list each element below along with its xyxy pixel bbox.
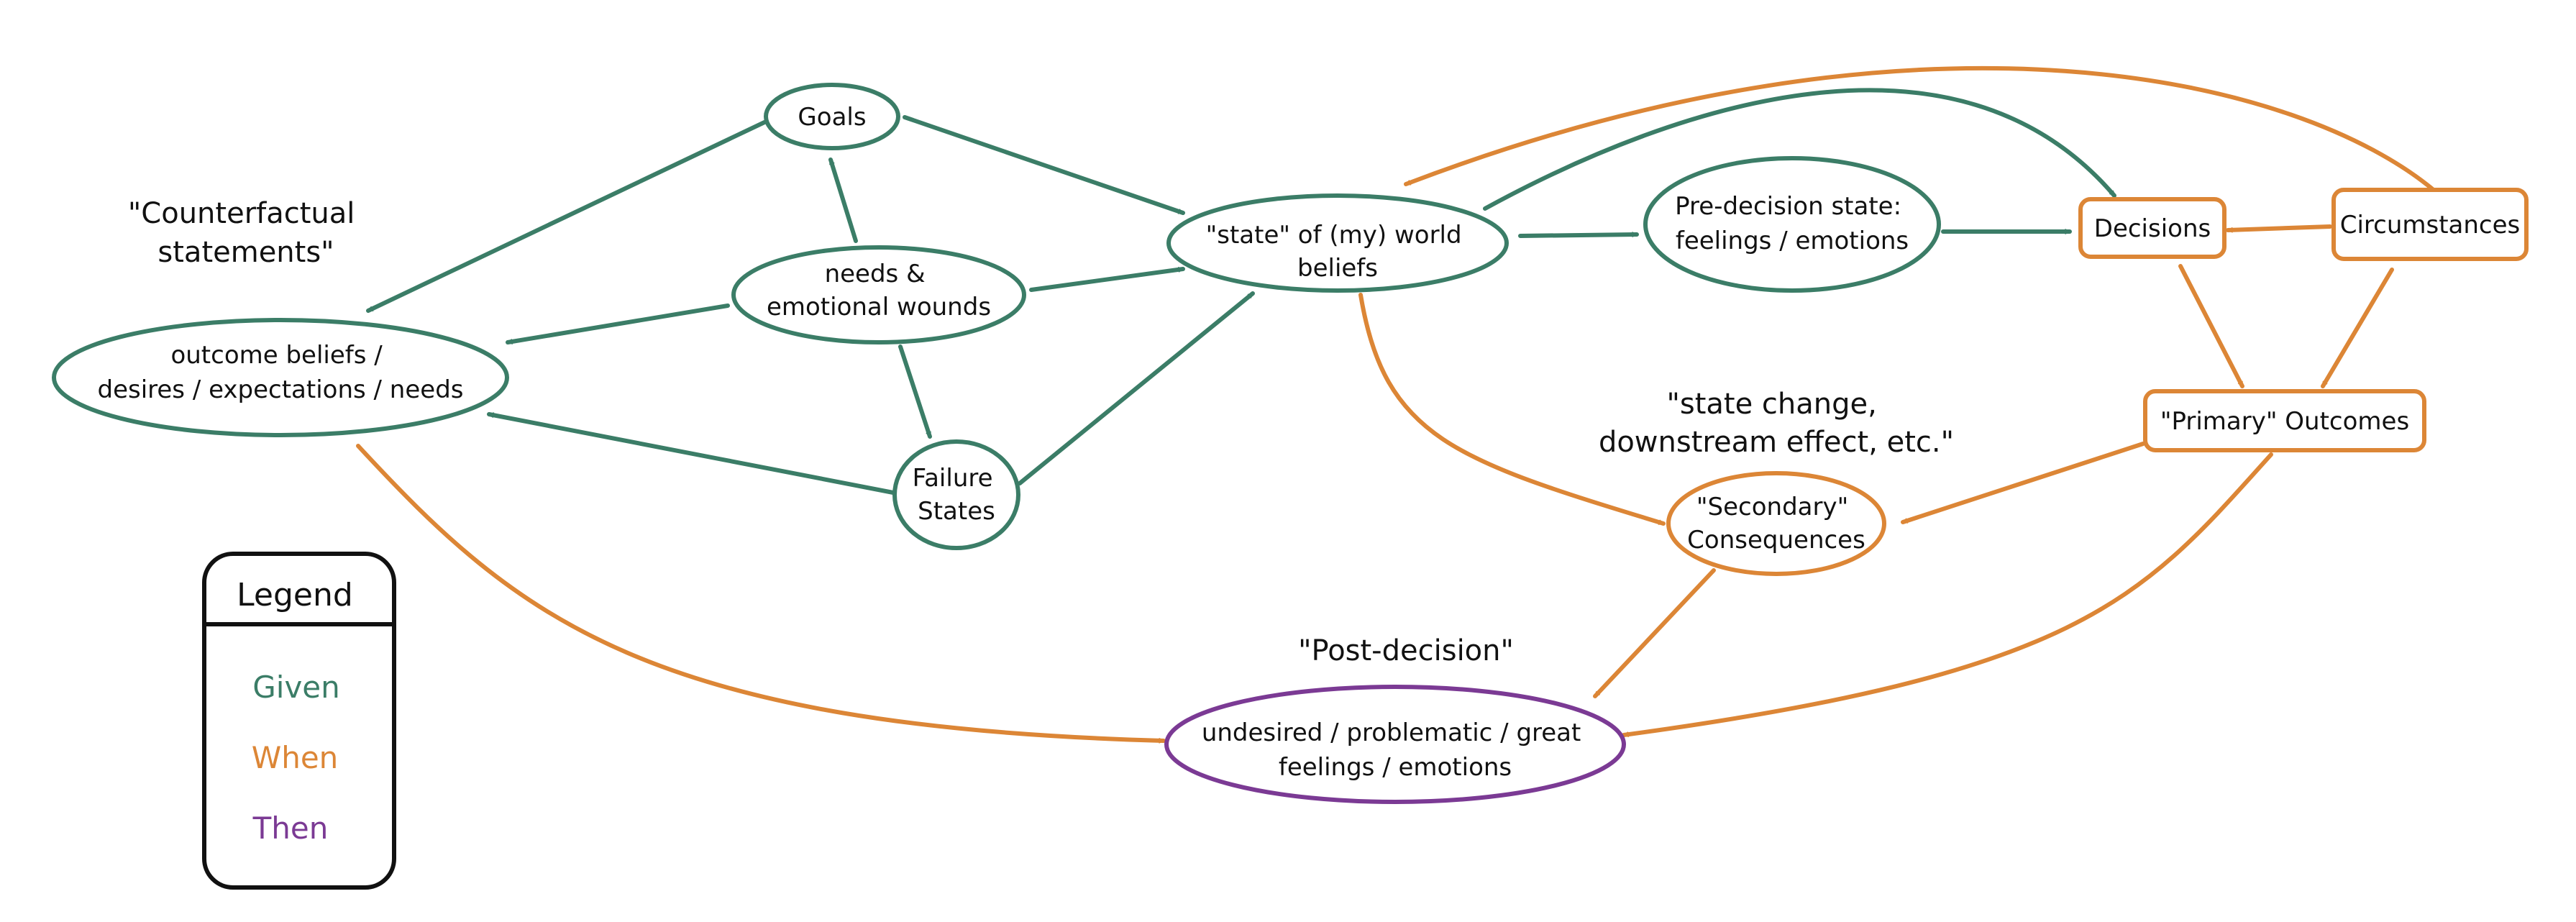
pre-decision-label: Pre-decision state: feelings / emotions — [1675, 192, 1909, 255]
legend-then: Then — [252, 811, 329, 846]
counterfactual-annotation: "Counterfactual statements" — [128, 197, 364, 269]
edge-state-beliefs-to-pre-decision — [1518, 232, 1639, 238]
state-beliefs-label-line-2: beliefs — [1297, 254, 1378, 283]
failure-states-label-line-2: States — [918, 497, 995, 526]
decisions-shape — [2078, 197, 2226, 259]
outcome-beliefs-label: outcome beliefs / desires / expectations… — [98, 341, 464, 404]
edge-circumstances-to-decisions — [2226, 224, 2332, 233]
given-edges — [366, 88, 2116, 495]
feelings-shape — [1164, 685, 1626, 804]
counterfactual-annotation-line-1: "Counterfactual — [128, 197, 355, 230]
edge-needs-to-outcome-beliefs — [506, 303, 730, 344]
goals-shape — [764, 83, 900, 150]
pre-decision-label-line-2: feelings / emotions — [1676, 227, 1909, 255]
circumstances-shape — [2331, 188, 2529, 261]
secondary-consequences-shape — [1666, 471, 1886, 576]
failure-states-label-line-1: Failure — [913, 464, 993, 493]
failure-states-shape — [892, 439, 1020, 550]
primary-outcomes-shape — [2143, 389, 2426, 452]
edge-goals-to-state-beliefs — [903, 115, 1185, 215]
primary-outcomes-node: "Primary" Outcomes — [2143, 389, 2426, 452]
edge-state-beliefs-to-decisions — [1483, 88, 2116, 211]
outcome-beliefs-node: outcome beliefs / desires / expectations… — [52, 318, 509, 437]
edge-decisions-to-primary-outcomes — [2178, 264, 2244, 388]
edge-needs-to-state-beliefs — [1029, 267, 1185, 292]
pre-decision-label-line-1: Pre-decision state: — [1675, 192, 1901, 221]
edge-outcome-beliefs-to-feelings — [356, 444, 1166, 744]
edge-primary-outcomes-to-feelings — [1622, 452, 2273, 737]
failure-states-label: Failure States — [913, 464, 1001, 526]
edge-needs-to-goals — [828, 158, 858, 243]
edge-goals-to-outcome-beliefs — [366, 120, 767, 313]
decisions-label: Decisions — [2094, 214, 2211, 243]
edge-failure-states-to-outcome-beliefs — [487, 412, 895, 495]
feelings-label: undesired / problematic / great feelings… — [1202, 718, 1589, 782]
needs-shape — [731, 245, 1026, 344]
needs-node: needs & emotional wounds — [731, 245, 1026, 344]
feelings-node: undesired / problematic / great feelings… — [1164, 685, 1626, 804]
outcome-beliefs-label-line-1: outcome beliefs / — [170, 341, 383, 370]
state-beliefs-shape — [1166, 193, 1509, 293]
circumstances-label: Circumstances — [2340, 211, 2521, 239]
post-decision-annotation: "Post-decision" — [1298, 634, 1514, 667]
secondary-consequences-label: "Secondary" Consequences — [1687, 493, 1865, 554]
feelings-label-line-1: undesired / problematic / great — [1202, 718, 1581, 747]
secondary-consequences-label-line-1: "Secondary" — [1696, 493, 1848, 521]
state-beliefs-label: "state" of (my) world beliefs — [1206, 221, 1470, 283]
edge-circumstances-to-primary-outcomes — [2321, 268, 2394, 388]
state-change-annotation-line-1: "state change, — [1666, 388, 1876, 421]
state-beliefs-node: "state" of (my) world beliefs — [1166, 193, 1509, 293]
needs-label-line-2: emotional wounds — [767, 293, 991, 321]
secondary-consequences-label-line-2: Consequences — [1687, 526, 1865, 554]
edge-primary-outcomes-to-secondary — [1901, 442, 2145, 524]
counterfactual-annotation-line-2: statements" — [157, 236, 334, 269]
needs-label: needs & emotional wounds — [767, 260, 991, 321]
legend-given: Given — [252, 670, 340, 705]
legend-when: When — [252, 740, 339, 775]
pre-decision-node: Pre-decision state: feelings / emotions — [1643, 156, 1941, 293]
edge-circumstances-to-state-beliefs — [1404, 65, 2436, 193]
edge-state-beliefs-to-secondary — [1358, 293, 1666, 526]
failure-states-node: Failure States — [892, 439, 1020, 550]
goals-label: Goals — [798, 103, 866, 132]
goals-node: Goals — [764, 83, 900, 150]
needs-label-line-1: needs & — [825, 260, 926, 288]
feelings-label-line-2: feelings / emotions — [1279, 753, 1512, 782]
state-change-annotation: "state change, downstream effect, etc." — [1599, 388, 1954, 459]
outcome-beliefs-label-line-2: desires / expectations / needs — [98, 375, 464, 404]
state-change-annotation-line-2: downstream effect, etc." — [1599, 426, 1954, 459]
decisions-node: Decisions — [2078, 197, 2226, 259]
state-beliefs-label-line-1: "state" of (my) world — [1206, 221, 1462, 250]
edge-needs-to-failure-states — [898, 344, 932, 439]
secondary-consequences-node: "Secondary" Consequences — [1666, 471, 1886, 576]
when-edges — [356, 65, 2436, 744]
legend-box — [202, 552, 396, 890]
outcome-beliefs-shape — [52, 318, 509, 437]
legend: Legend Given When Then — [202, 552, 396, 890]
legend-title: Legend — [237, 577, 353, 613]
edge-failure-states-to-state-beliefs — [1018, 291, 1255, 485]
circumstances-node: Circumstances — [2331, 188, 2529, 261]
pre-decision-shape — [1643, 156, 1941, 293]
edge-secondary-to-feelings — [1593, 568, 1716, 698]
primary-outcomes-label: "Primary" Outcomes — [2160, 407, 2409, 436]
